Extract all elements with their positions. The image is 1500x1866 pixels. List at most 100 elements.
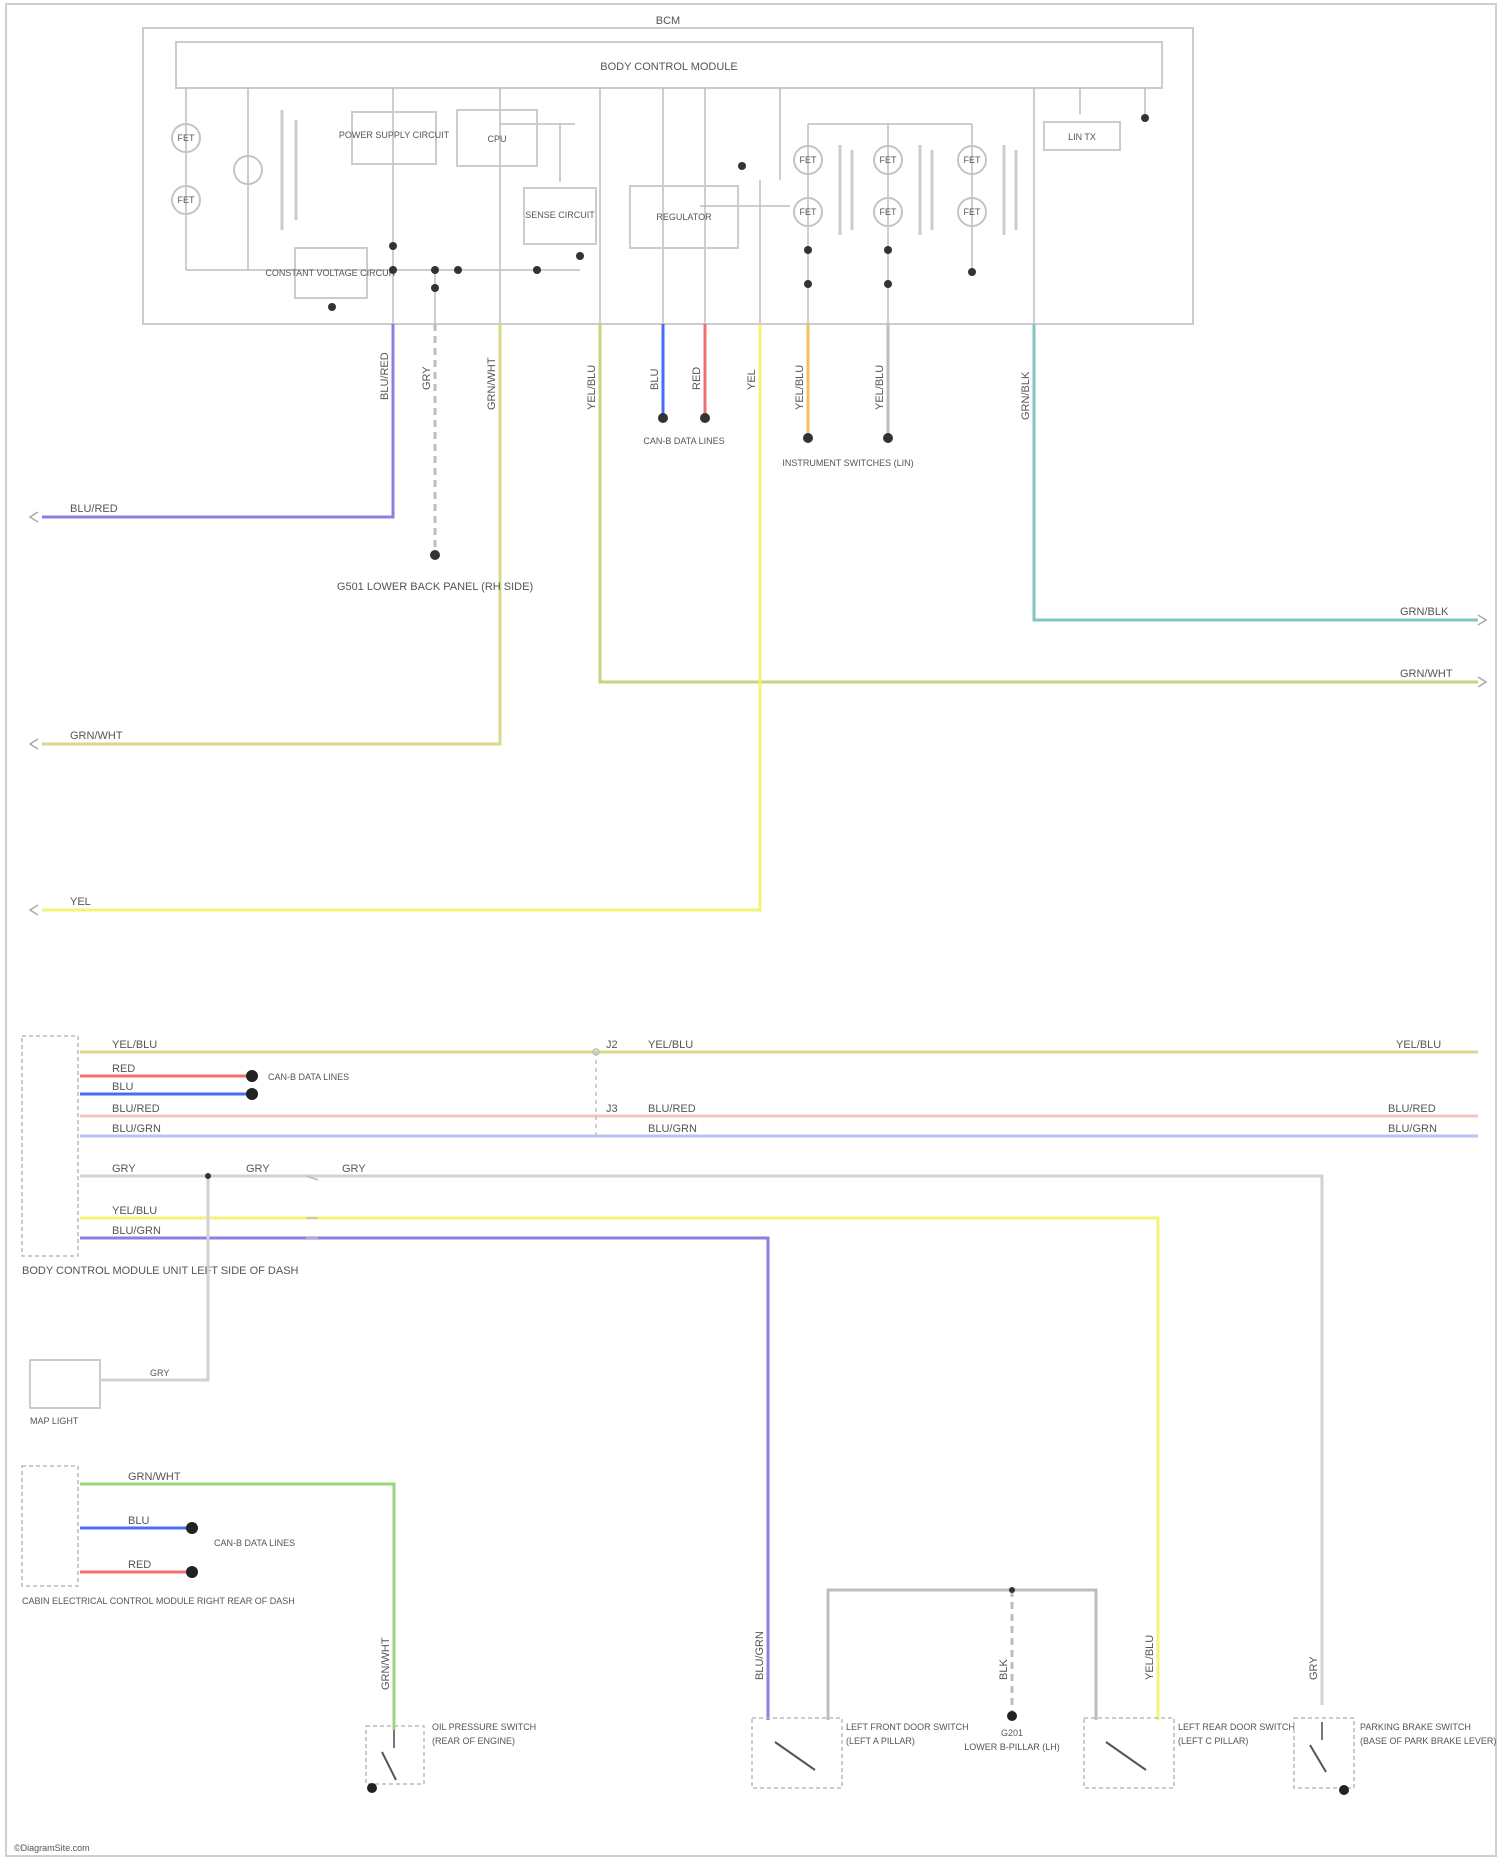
svg-text:FET: FET (178, 133, 196, 143)
svg-text:GRY: GRY (1308, 1656, 1320, 1680)
left-rear-door-switch: LEFT REAR DOOR SWITCH (LEFT C PILLAR) (1084, 1718, 1295, 1788)
svg-text:(LEFT C PILLAR): (LEFT C PILLAR) (1178, 1736, 1248, 1746)
ground-label-g501: G501 LOWER BACK PANEL (RH SIDE) (337, 581, 533, 593)
svg-text:FET: FET (880, 207, 898, 217)
svg-text:BLU/GRN: BLU/GRN (112, 1123, 161, 1135)
svg-text:BLU/RED: BLU/RED (648, 1103, 696, 1115)
lin-switches-label: INSTRUMENT SWITCHES (LIN) (782, 458, 913, 468)
svg-text:BLU/RED: BLU/RED (70, 503, 118, 515)
svg-text:RED: RED (128, 1559, 151, 1571)
svg-text:GRY: GRY (112, 1163, 136, 1175)
left-arrows (30, 512, 38, 915)
svg-text:YEL/BLU: YEL/BLU (112, 1205, 157, 1217)
svg-text:LEFT FRONT DOOR SWITCH: LEFT FRONT DOOR SWITCH (846, 1722, 969, 1732)
svg-text:(LEFT A PILLAR): (LEFT A PILLAR) (846, 1736, 915, 1746)
ground-g201: G201 LOWER B-PILLAR (LH) (964, 1728, 1060, 1752)
svg-text:YEL: YEL (746, 369, 758, 390)
cpu-block-label: CPU (487, 134, 506, 144)
svg-text:FET: FET (964, 155, 982, 165)
svg-text:FET: FET (880, 155, 898, 165)
svg-text:FET: FET (800, 155, 818, 165)
right-output-labels: GRN/BLK GRN/WHT (1400, 606, 1453, 680)
svg-text:J2: J2 (606, 1039, 618, 1051)
svg-text:GRN/WHT: GRN/WHT (70, 730, 123, 742)
fet-labels: FET FET FET FET FET FET FET FET (178, 133, 982, 217)
vertical-hatch-bars (282, 110, 1016, 235)
svg-text:GRN/BLK: GRN/BLK (1020, 371, 1032, 420)
svg-text:BLU/GRN: BLU/GRN (1388, 1123, 1437, 1135)
map-light-box (30, 1360, 100, 1408)
svg-text:BLU/GRN: BLU/GRN (648, 1123, 697, 1135)
ground-g201-dot (1007, 1711, 1017, 1721)
svg-text:YEL: YEL (70, 896, 91, 908)
svg-text:BLU/RED: BLU/RED (112, 1103, 160, 1115)
svg-text:BLU/GRN: BLU/GRN (754, 1631, 766, 1680)
cluster-label: BODY CONTROL MODULE UNIT LEFT SIDE OF DA… (22, 1265, 299, 1277)
svg-text:GRN/BLK: GRN/BLK (1400, 606, 1449, 618)
left-output-labels: BLU/RED GRN/WHT YEL (70, 503, 123, 908)
module-output-wires (42, 324, 1478, 910)
lin-block-label: LIN TX (1068, 132, 1096, 142)
svg-text:BLU/RED: BLU/RED (379, 352, 391, 400)
bcm-unit-connector (22, 1036, 78, 1256)
svg-text:(BASE OF PARK BRAKE LEVER): (BASE OF PARK BRAKE LEVER) (1360, 1736, 1496, 1746)
can-connector-dots (246, 1070, 258, 1100)
svg-text:BLU: BLU (649, 369, 661, 390)
oil-pressure-switch: OIL PRESSURE SWITCH (REAR OF ENGINE) (366, 1722, 536, 1793)
svg-text:GRN/WHT: GRN/WHT (1400, 668, 1453, 680)
svg-text:FET: FET (964, 207, 982, 217)
svg-text:YEL/BLU: YEL/BLU (1144, 1635, 1156, 1680)
svg-text:OIL PRESSURE SWITCH: OIL PRESSURE SWITCH (432, 1722, 536, 1732)
cluster-wires (80, 1052, 1478, 1720)
svg-text:GRY: GRY (246, 1163, 270, 1175)
svg-text:BLK: BLK (998, 1659, 1010, 1680)
map-light-label: MAP LIGHT (30, 1416, 79, 1426)
svg-text:PARKING BRAKE SWITCH: PARKING BRAKE SWITCH (1360, 1722, 1471, 1732)
internal-wiring (186, 88, 1145, 324)
svg-text:FET: FET (800, 207, 818, 217)
can-data-lines-label: CAN-B DATA LINES (643, 436, 724, 446)
map-light-splice (205, 1173, 211, 1179)
right-arrows (1478, 615, 1486, 687)
cabin-module-connector (22, 1466, 78, 1586)
svg-text:BLU: BLU (128, 1515, 149, 1527)
svg-text:LEFT REAR DOOR SWITCH: LEFT REAR DOOR SWITCH (1178, 1722, 1295, 1732)
constant-voltage-block-label: CONSTANT VOLTAGE CIRCUIT (265, 268, 397, 278)
footer-copyright: ©DiagramSite.com (14, 1843, 90, 1853)
svg-text:LOWER B-PILLAR (LH): LOWER B-PILLAR (LH) (964, 1742, 1060, 1752)
splice-points (306, 1049, 599, 1238)
parking-brake-switch: PARKING BRAKE SWITCH (BASE OF PARK BRAKE… (1294, 1718, 1496, 1795)
svg-text:RED: RED (691, 367, 703, 390)
map-light-wire-label: GRY (150, 1368, 169, 1378)
bus-label: BODY CONTROL MODULE (600, 61, 738, 73)
cabin-module-label: CABIN ELECTRICAL CONTROL MODULE RIGHT RE… (22, 1596, 295, 1606)
cluster-wire-labels: YEL/BLU RED BLU BLU/RED BLU/GRN GRY YEL/… (112, 1039, 161, 1237)
svg-text:BLU/GRN: BLU/GRN (112, 1225, 161, 1237)
svg-text:FET: FET (178, 195, 196, 205)
svg-text:G201: G201 (1001, 1728, 1023, 1738)
power-supply-block-label: POWER SUPPLY CIRCUIT (339, 130, 450, 140)
svg-text:YEL/BLU: YEL/BLU (794, 365, 806, 410)
svg-text:BLU: BLU (112, 1081, 133, 1093)
svg-text:RED: RED (112, 1063, 135, 1075)
svg-text:YEL/BLU: YEL/BLU (648, 1039, 693, 1051)
svg-text:BODY CONTROL MODULE UNIT LEFT: BODY CONTROL MODULE UNIT LEFT SIDE OF DA… (22, 1265, 299, 1277)
svg-text:GRN/WHT: GRN/WHT (380, 1637, 392, 1690)
svg-text:GRN/WHT: GRN/WHT (486, 357, 498, 410)
cluster-can-label: CAN-B DATA LINES (268, 1072, 349, 1082)
splice-labels: J2 J3 YEL/BLU BLU/RED BLU/GRN GRY GRY (246, 1039, 697, 1175)
page-border (6, 4, 1496, 1856)
svg-text:GRN/WHT: GRN/WHT (128, 1471, 181, 1483)
left-front-door-switch: LEFT FRONT DOOR SWITCH (LEFT A PILLAR) (752, 1718, 969, 1788)
svg-text:J3: J3 (606, 1103, 618, 1115)
door-switch-ground-loop (828, 1590, 1096, 1720)
sense-block-label: SENSE CIRCUIT (525, 210, 595, 220)
svg-text:GRY: GRY (342, 1163, 366, 1175)
svg-text:G501 LOWER BACK PANEL (RH SIDE: G501 LOWER BACK PANEL (RH SIDE) (337, 581, 533, 593)
switch-wire-labels: GRN/WHT BLU/GRN BLK YEL/BLU GRY (380, 1631, 1320, 1690)
svg-text:GRY: GRY (421, 366, 433, 390)
module-header-label: BCM (656, 15, 680, 27)
ground-splice-dot (1009, 1587, 1015, 1593)
svg-text:BLU/RED: BLU/RED (1388, 1103, 1436, 1115)
